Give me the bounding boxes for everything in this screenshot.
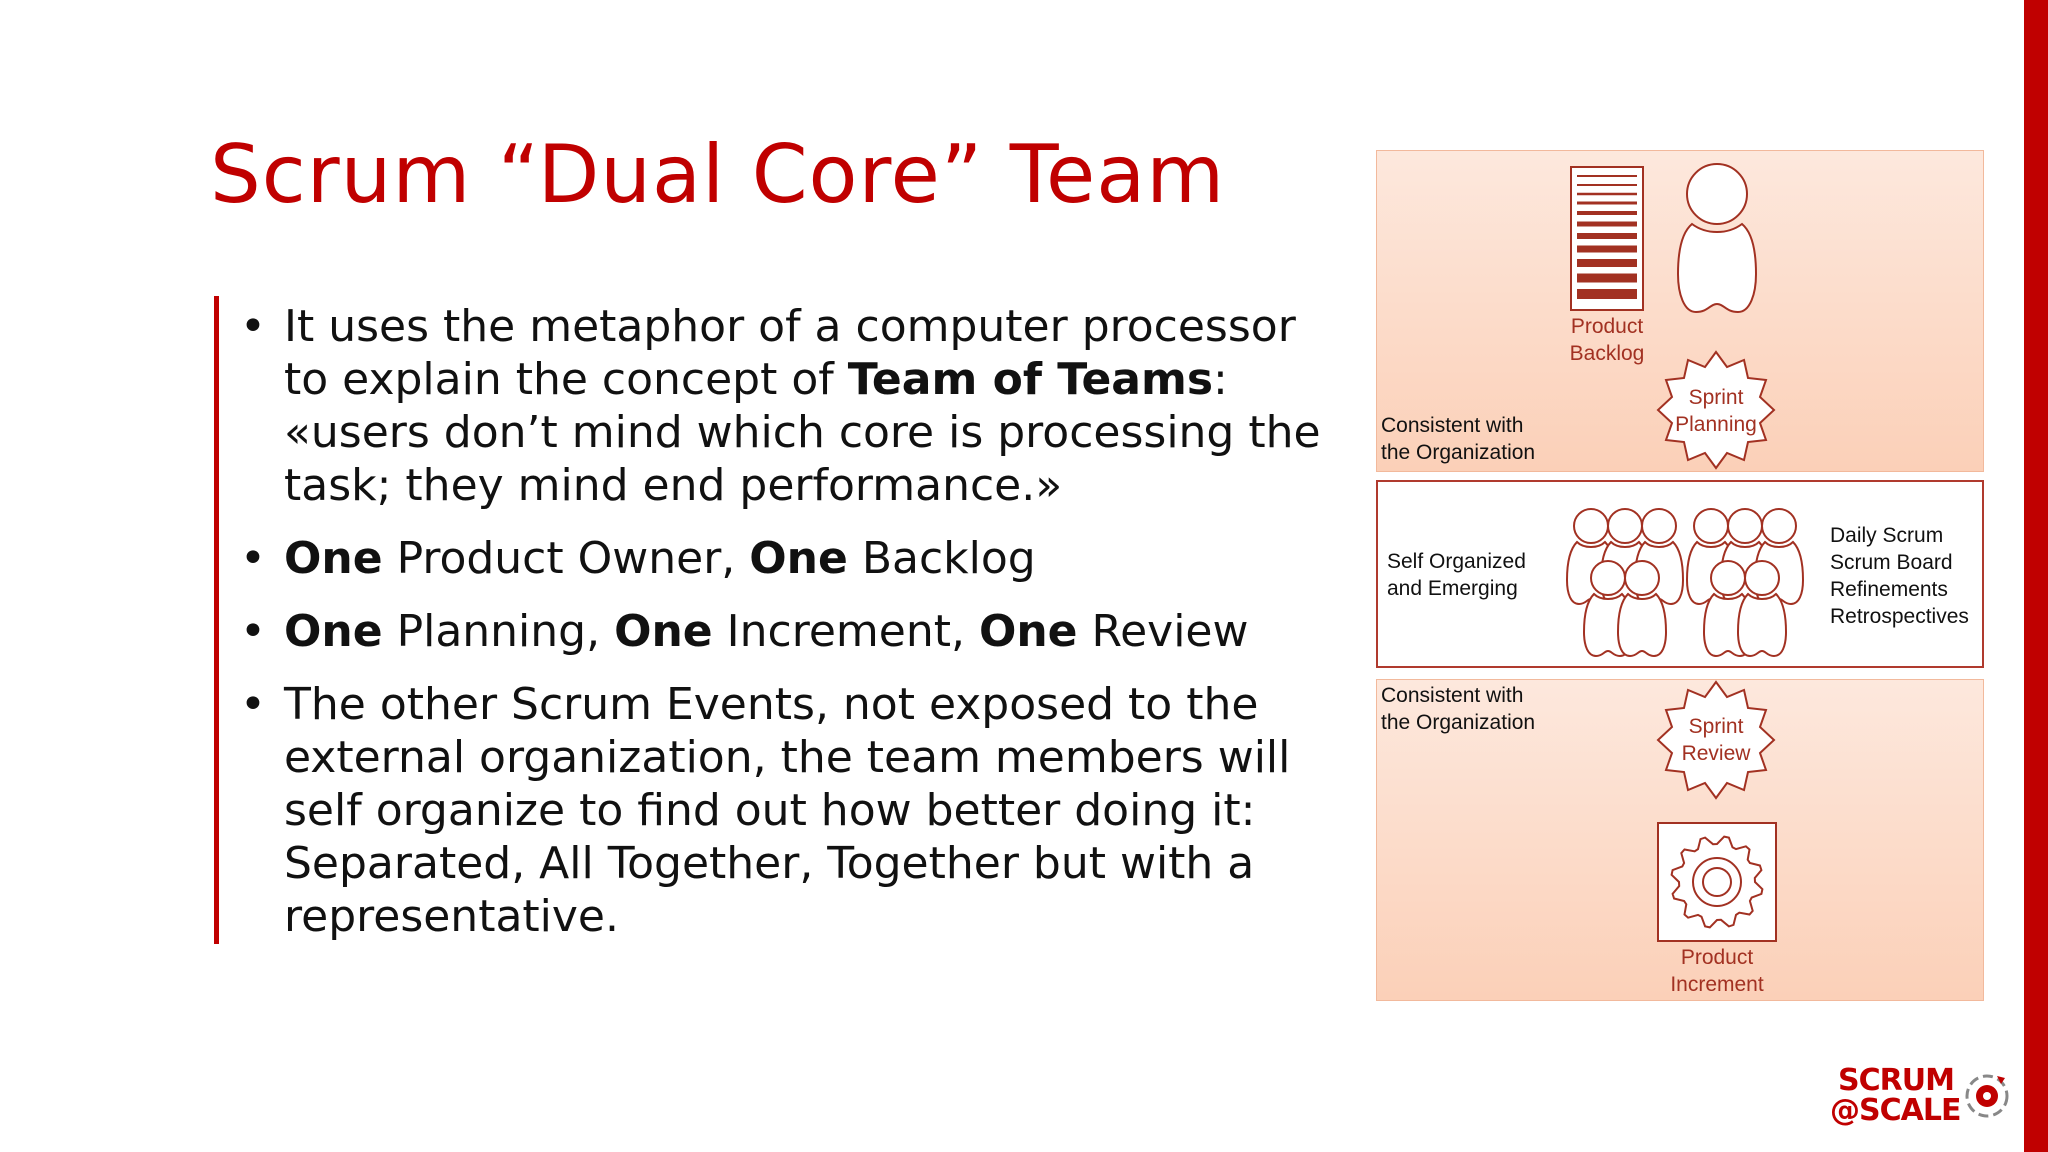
bullet-bold-text: One xyxy=(284,606,383,657)
bullet-text: Backlog xyxy=(847,533,1036,584)
sprint-planning-label: Sprint Planning xyxy=(1675,386,1757,436)
event-item: Scrum Board xyxy=(1830,551,1953,574)
bullet-text: The other Scrum Events, not exposed to t… xyxy=(284,679,1291,942)
product-backlog-icon xyxy=(1570,166,1644,311)
bullet-text: Review xyxy=(1077,606,1249,657)
bullet-bold-text: One xyxy=(284,533,383,584)
slide-title: Scrum “Dual Core” Team xyxy=(210,128,1226,221)
scrum-at-scale-logo: SCRUM @SCALE xyxy=(1830,1063,1961,1128)
sprint-review-label: Sprint Review xyxy=(1681,715,1751,765)
bullet-text: Product Owner, xyxy=(382,533,750,584)
bullet-bold-text: One xyxy=(614,606,713,657)
bullet-bold-text: Team of Teams xyxy=(847,354,1214,405)
logo-line2: @SCALE xyxy=(1830,1093,1961,1128)
bullet-item: •It uses the metaphor of a computer proc… xyxy=(240,301,1321,511)
right-accent-bar xyxy=(2024,0,2048,1152)
bullet-item: •The other Scrum Events, not exposed to … xyxy=(240,679,1291,942)
team-events-list: Daily Scrum Scrum Board Refinements Retr… xyxy=(1830,522,1969,630)
bullet-bold-text: One xyxy=(978,606,1078,657)
bullet-text: It uses the metaphor of a computer proce… xyxy=(284,301,1296,405)
consistent-label-bottom: Consistent with the Organization xyxy=(1381,684,1536,734)
event-item: Refinements xyxy=(1830,578,1948,601)
logo-line1: SCRUM xyxy=(1838,1063,1955,1098)
bullet-bold-text: One xyxy=(749,533,848,584)
consistent-label-top: Consistent with the Organization xyxy=(1381,414,1536,464)
bullet-item: •One Product Owner, One Backlog xyxy=(240,533,1036,584)
bullet-list: •It uses the metaphor of a computer proc… xyxy=(240,300,1340,963)
scrum-at-scale-logo-icon xyxy=(1965,1074,2009,1118)
bullet-accent-line xyxy=(214,296,219,944)
product-owner-icon xyxy=(1676,163,1758,314)
sprint-planning-badge-icon xyxy=(1656,350,1776,470)
event-item: Retrospectives xyxy=(1830,605,1969,628)
product-backlog-label: Product Backlog xyxy=(1569,315,1645,365)
scrum-team-icon xyxy=(1566,508,1804,657)
bullet-text: : «users don’t mind which core is proces… xyxy=(284,354,1321,511)
product-increment-gear-icon xyxy=(1657,822,1777,942)
bullet-text: Planning, xyxy=(382,606,615,657)
self-organized-label: Self Organized and Emerging xyxy=(1387,550,1526,600)
product-increment-label: Product Increment xyxy=(1670,946,1764,996)
bullet-text: Increment, xyxy=(712,606,979,657)
bullet-item: •One Planning, One Increment, One Review xyxy=(240,606,1249,657)
event-item: Daily Scrum xyxy=(1830,524,1944,547)
sprint-review-badge-icon xyxy=(1656,680,1776,800)
